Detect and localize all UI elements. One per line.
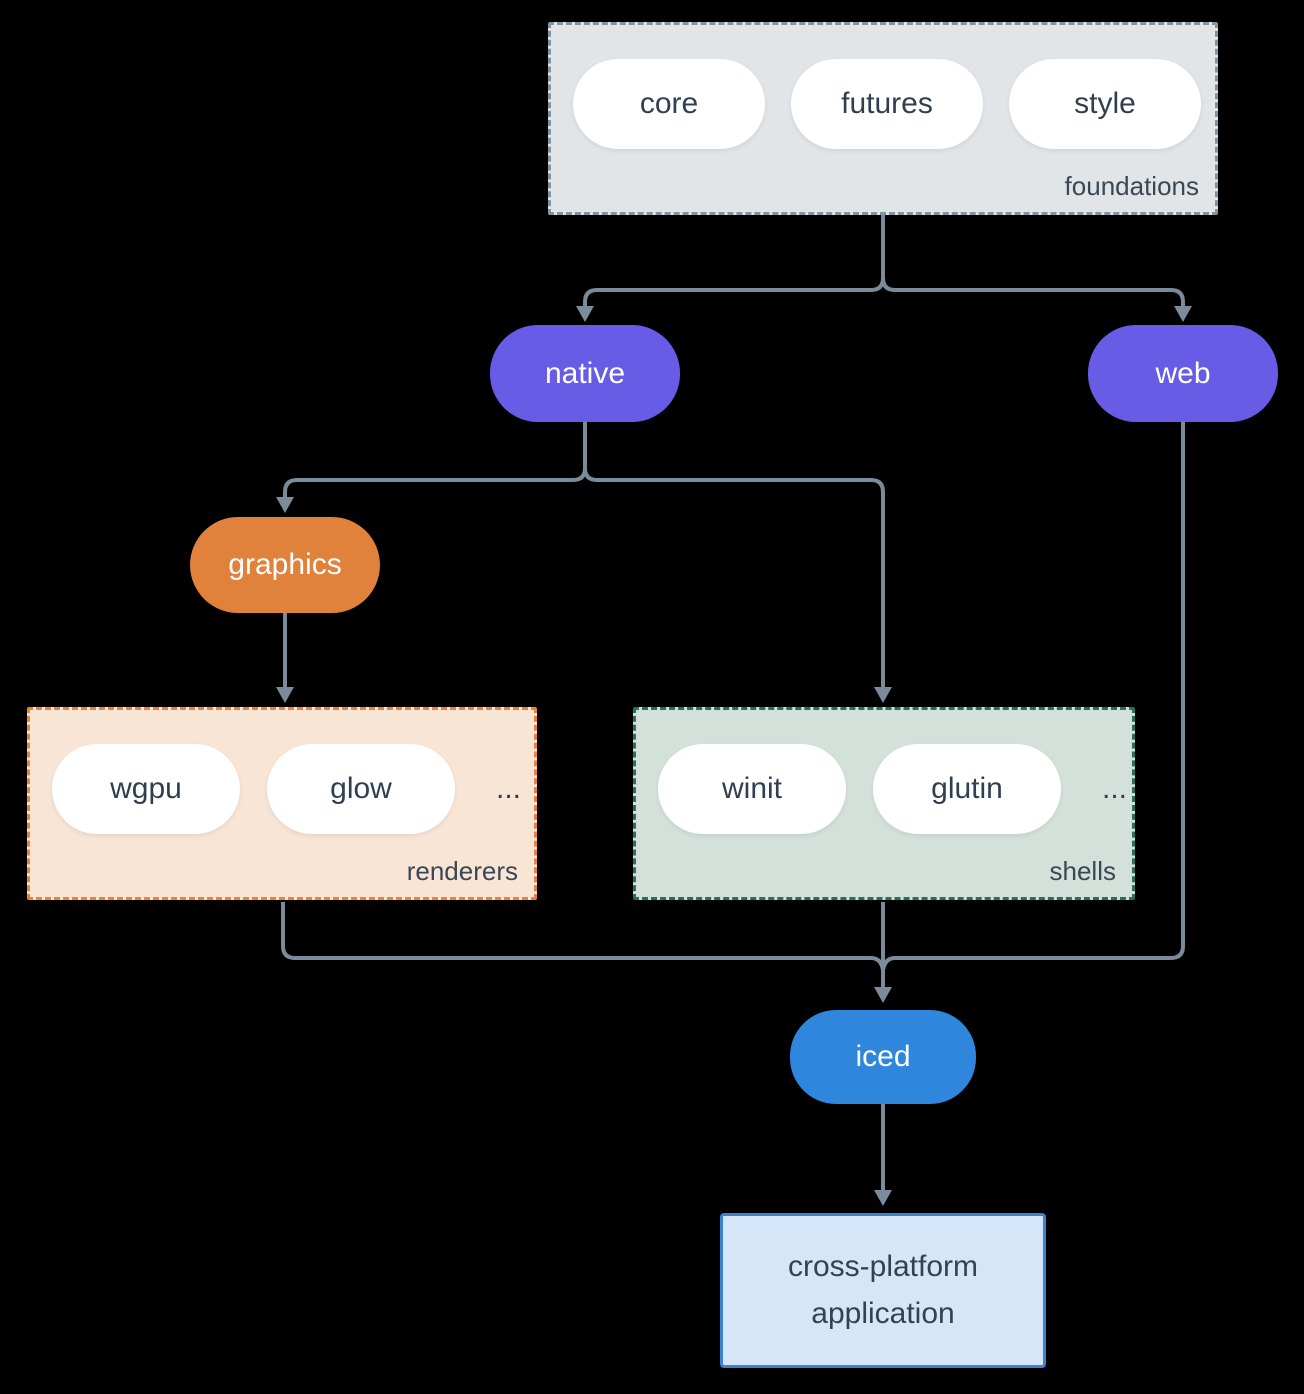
crate-pill-style: style	[1009, 59, 1201, 149]
foundations-group-label: foundations	[1064, 171, 1199, 201]
node-graphics-label: graphics	[228, 548, 342, 581]
arrowhead-native	[576, 306, 594, 322]
crate-pill-glow: glow	[267, 744, 455, 834]
shells-pill-row: winit glutin ...	[658, 744, 1127, 834]
node-cross-platform-application: cross-platform application	[720, 1213, 1046, 1368]
edge-foundations-native	[583, 277, 885, 306]
crate-pill-winit: winit	[658, 744, 846, 834]
edge-foundations-web	[881, 277, 1185, 306]
crate-label: wgpu	[110, 772, 182, 805]
node-graphics: graphics	[190, 517, 380, 613]
renderers-ellipsis: ...	[496, 772, 522, 805]
arrowhead-iced	[874, 987, 892, 1003]
arrowhead-graphics	[276, 497, 294, 513]
node-iced-label: iced	[855, 1040, 911, 1073]
crate-pill-core: core	[573, 59, 765, 149]
crate-pill-wgpu: wgpu	[52, 744, 240, 834]
arrowhead-shells	[874, 687, 892, 703]
edge-native-shells	[583, 467, 885, 687]
arrowhead-web	[1174, 306, 1192, 322]
node-iced: iced	[790, 1010, 976, 1104]
node-native-label: native	[544, 356, 626, 390]
application-label-line2: application	[811, 1296, 955, 1330]
shells-group-label: shells	[1049, 856, 1116, 886]
crate-label: futures	[841, 87, 933, 120]
crate-label: winit	[721, 772, 782, 805]
crate-label: core	[639, 87, 699, 120]
renderers-group-box: wgpu glow ... renderers	[27, 707, 537, 900]
edge-native-graphics	[283, 467, 587, 497]
crate-label: glutin	[931, 772, 1003, 805]
shells-ellipsis: ...	[1102, 772, 1128, 805]
crate-label: glow	[330, 772, 392, 805]
crate-label: style	[1074, 87, 1136, 120]
shells-group-box: winit glutin ... shells	[633, 707, 1135, 900]
node-web-label: web	[1155, 356, 1211, 390]
arrowhead-application	[874, 1190, 892, 1206]
edge-renderers-merge	[281, 902, 885, 971]
foundations-group-box: core futures style foundations	[548, 22, 1218, 215]
application-label-line1: cross-platform	[787, 1250, 979, 1283]
node-native: native	[490, 325, 680, 422]
renderers-group-label: renderers	[406, 856, 518, 886]
renderers-pill-row: wgpu glow ...	[52, 744, 521, 834]
edge-web-merge	[881, 422, 1185, 971]
arrowhead-renderers	[276, 687, 294, 703]
crate-pill-glutin: glutin	[873, 744, 1061, 834]
foundations-pill-row: core futures style	[573, 59, 1201, 149]
crate-pill-futures: futures	[791, 59, 983, 149]
node-web: web	[1088, 325, 1278, 422]
